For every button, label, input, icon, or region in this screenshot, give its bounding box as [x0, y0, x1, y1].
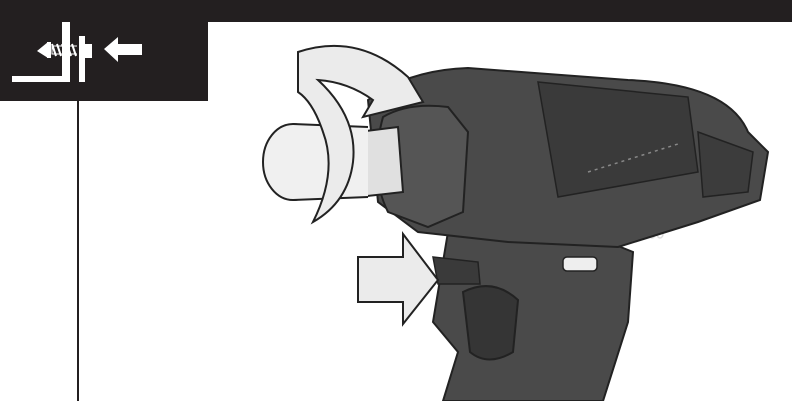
header-bar: [0, 0, 792, 22]
panel-edge-line: [77, 0, 79, 401]
handle-shape: [433, 222, 633, 401]
icon-panel: [0, 22, 208, 101]
screw-drive-in-icon: [0, 22, 208, 101]
trigger-shape: [463, 286, 518, 359]
push-forward-arrow-icon: [358, 234, 438, 324]
impact-driver-illustration: [208, 22, 792, 401]
direction-switch: [563, 257, 597, 271]
